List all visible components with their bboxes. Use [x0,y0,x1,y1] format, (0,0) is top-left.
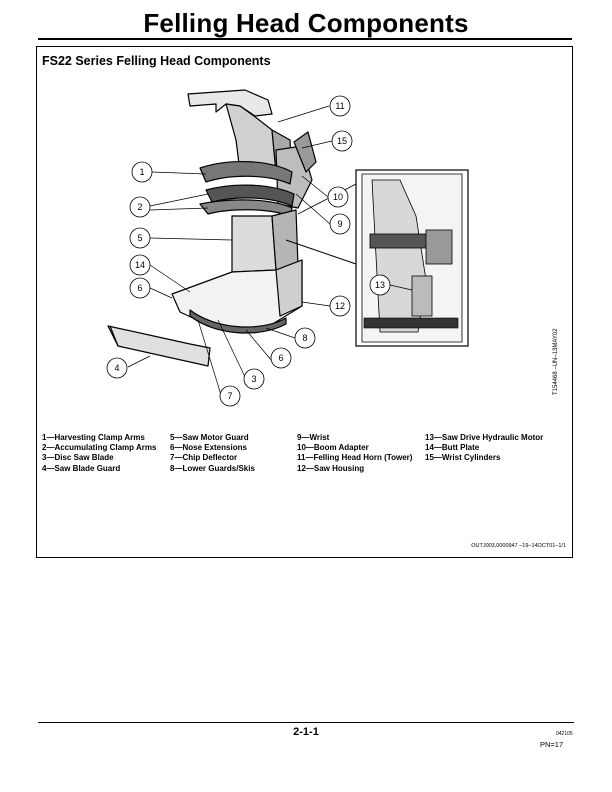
legend-column-4: 13—Saw Drive Hydraulic Motor 14—Butt Pla… [425,433,543,464]
callout-9 [329,213,351,235]
callout-label: 5 [137,233,142,243]
callout-label: 12 [335,301,345,311]
legend-column-3: 9—Wrist 10—Boom Adapter 11—Felling Head … [297,433,412,474]
callout-4 [106,357,128,379]
callout-6-lower [270,347,292,369]
legend-item: 2—Accumulating Clamp Arms [42,443,157,453]
footer-rule [38,722,574,723]
legend-item: 8—Lower Guards/Skis [170,463,255,473]
callout-11 [329,95,351,117]
legend-item: 11—Felling Head Horn (Tower) [297,453,413,463]
callout-8 [294,327,316,349]
callout-6-upper [129,277,151,299]
callout-label: 13 [375,280,385,290]
callout-label: 6 [278,353,283,363]
felling-head-illustration: 11 15 1 10 9 2 5 14 13 6 12 8 4 6 3 7 [106,89,469,407]
page-number: 2-1-1 [293,726,319,738]
legend-item: 10—Boom Adapter [297,443,369,453]
page-title: Felling Head Components [143,8,469,38]
callout-1 [131,161,153,183]
legend-item: 13—Saw Drive Hydraulic Motor [425,433,544,442]
legend-item: 4—Saw Blade Guard [42,463,121,473]
callout-10 [327,186,349,208]
callout-label: 9 [337,219,342,229]
callout-12 [329,295,351,317]
date-code: 042105 [556,731,573,737]
callout-3 [243,368,265,390]
legend-item: 14—Butt Plate [425,443,480,453]
callout-15 [331,130,353,152]
pn-label: PN=17 [540,740,564,749]
legend-item: 7—Chip Deflector [170,453,238,463]
legend-item: 6—Nose Extensions [170,443,247,453]
reference-code: OUTJ003,0000947 –19–14OCT01–1/1 [471,543,566,549]
callout-label: 15 [337,136,347,146]
legend-item: 3—Disc Saw Blade [42,453,114,463]
legend-column-2: 5—Saw Motor Guard 6—Nose Extensions 7—Ch… [170,433,255,474]
callout-label: 14 [135,260,145,270]
content-frame [36,46,573,558]
callout-label: 4 [114,363,119,373]
legend-item: 5—Saw Motor Guard [170,433,249,442]
callout-2 [129,196,151,218]
callout-label: 10 [333,192,343,202]
callout-14 [129,254,151,276]
callout-7 [219,385,241,407]
callout-5 [129,227,151,249]
legend-item: 12—Saw Housing [297,463,365,473]
callout-label: 1 [139,167,144,177]
legend-item: 1—Harvesting Clamp Arms [42,433,145,442]
figure-id: T154468 –UN–13MAY02 [553,328,559,395]
callout-label: 7 [227,391,232,401]
legend-item: 9—Wrist [297,433,330,442]
callout-label: 6 [137,283,142,293]
callout-label: 11 [335,101,344,111]
callout-13 [369,274,391,296]
callout-label: 2 [137,202,142,212]
legend-item: 15—Wrist Cylinders [425,453,501,463]
title-rule [38,38,572,40]
callout-label: 8 [302,333,307,343]
callout-label: 3 [251,374,256,384]
section-heading: FS22 Series Felling Head Components [42,54,271,68]
legend-column-1: 1—Harvesting Clamp Arms 2—Accumulating C… [42,433,156,474]
